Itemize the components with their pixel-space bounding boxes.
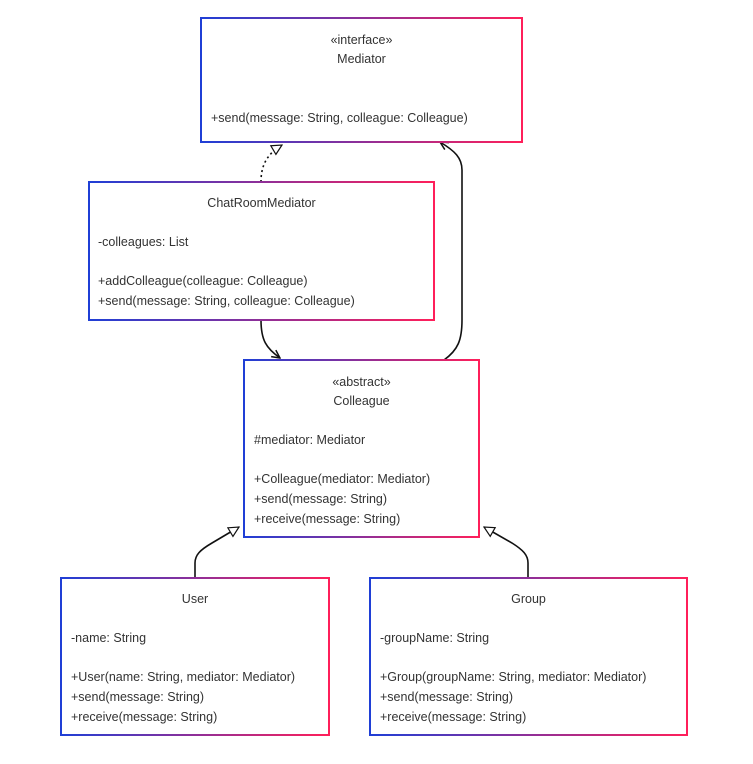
- class-method: +receive(message: String): [71, 710, 217, 724]
- class-method: +receive(message: String): [254, 512, 400, 526]
- class-attribute: #mediator: Mediator: [254, 433, 365, 447]
- class-box-border: [243, 359, 480, 538]
- class-stereotype: «interface»: [331, 33, 393, 47]
- class-name: Mediator: [337, 52, 386, 66]
- class-user[interactable]: User -name: String +User(name: String, m…: [60, 577, 330, 736]
- class-name: ChatRoomMediator: [207, 196, 315, 210]
- class-method: +send(message: String, colleague: Collea…: [211, 111, 468, 125]
- class-group[interactable]: Group -groupName: String +Group(groupNam…: [369, 577, 688, 736]
- class-stereotype: «abstract»: [332, 375, 390, 389]
- class-method: +addColleague(colleague: Colleague): [98, 274, 308, 288]
- class-box-border: [200, 17, 523, 143]
- class-name: User: [182, 592, 208, 606]
- class-name: Colleague: [333, 394, 389, 408]
- class-chatroommediator[interactable]: ChatRoomMediator -colleagues: List +addC…: [88, 181, 435, 321]
- class-box-border: [88, 181, 435, 321]
- class-method: +Group(groupName: String, mediator: Medi…: [380, 670, 646, 684]
- association-edge-chatroommediator-colleague: [260, 319, 280, 358]
- inheritance-edge-group-colleague: [484, 526, 529, 578]
- inheritance-edge-user-colleague: [194, 526, 239, 578]
- association-edge-colleague-mediator: [440, 142, 463, 361]
- class-name: Group: [511, 592, 546, 606]
- class-method: +send(message: String): [380, 690, 513, 704]
- class-method: +send(message: String, colleague: Collea…: [98, 294, 355, 308]
- class-colleague[interactable]: «abstract» Colleague #mediator: Mediator…: [243, 359, 480, 538]
- class-method: +receive(message: String): [380, 710, 526, 724]
- class-method: +send(message: String): [254, 492, 387, 506]
- class-method: +Colleague(mediator: Mediator): [254, 472, 430, 486]
- class-method: +send(message: String): [71, 690, 204, 704]
- class-attribute: -name: String: [71, 631, 146, 645]
- realization-edge-chatroommediator-mediator: [260, 144, 282, 183]
- class-method: +User(name: String, mediator: Mediator): [71, 670, 295, 684]
- class-attribute: -groupName: String: [380, 631, 489, 645]
- class-attribute: -colleagues: List: [98, 235, 189, 249]
- edges: [194, 142, 529, 578]
- class-mediator[interactable]: «interface» Mediator +send(message: Stri…: [200, 17, 523, 143]
